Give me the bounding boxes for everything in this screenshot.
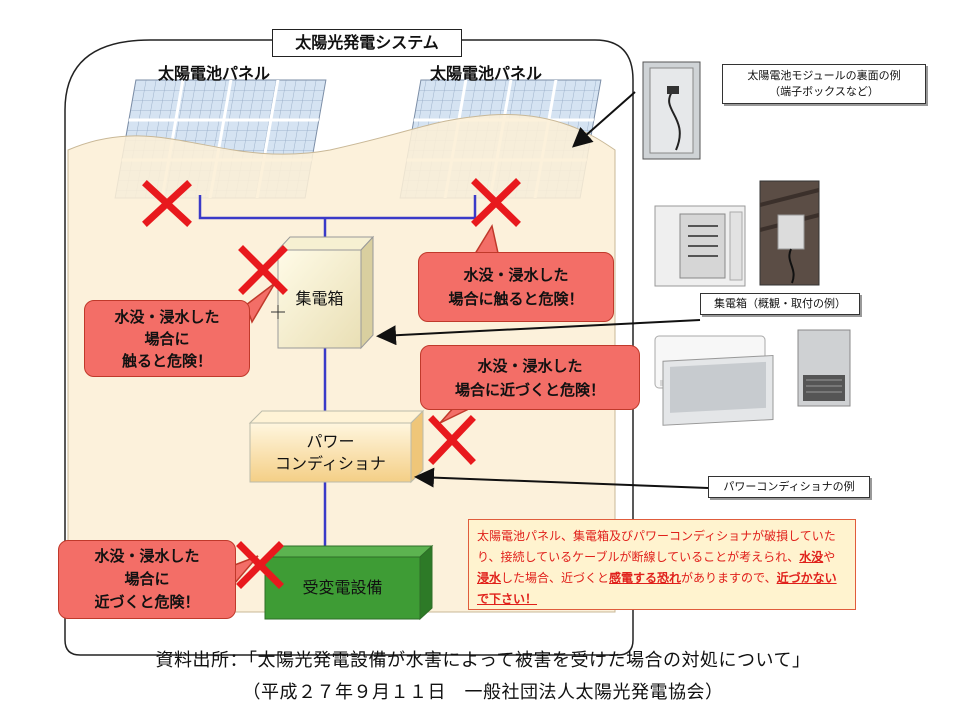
caption-line: （端子ボックスなど） (769, 85, 879, 98)
danger-x-icon (471, 178, 521, 227)
junction-box (276, 235, 375, 350)
substation-label: 受変電設備 (302, 578, 383, 597)
callout-junction-box: 水没・浸水した 場合に 触ると危険！ (84, 300, 250, 377)
source-line-2: （平成２７年９月１１日 一般社団法人太陽光発電協会） (242, 682, 724, 703)
callout-line: 水没・浸水した (94, 547, 200, 565)
junction-box-label: 集電箱 (295, 289, 344, 308)
panel-label-right: 太陽電池パネル (430, 64, 543, 83)
source-line-1: 資料出所：「太陽光発電設備が水害によって被害を受けた場合の対処について」 (155, 650, 811, 671)
callout-line: 場合に (124, 570, 170, 588)
callout-line: 触ると危険！ (121, 351, 212, 370)
cursor-crosshair-icon (271, 305, 285, 319)
callout-line: 近づくと危険！ (94, 593, 200, 611)
note-emphasis: 近づかないで下さい！ (477, 571, 837, 606)
system-title: 太陽光発電システム (272, 29, 462, 57)
power-conditioner (248, 409, 425, 484)
caption-line: 太陽電池モジュールの裏面の例 (747, 69, 901, 82)
junction-box-mounted-photo (759, 180, 820, 286)
callout-substation: 水没・浸水した 場合に 近づくと危険！ (58, 540, 236, 619)
substation (263, 544, 434, 621)
callout-line: 場合に (144, 329, 190, 348)
power-conditioner-label-line1: パワー (306, 431, 355, 451)
note-text: や (823, 550, 836, 564)
note-emphasis: 水没 (799, 550, 824, 564)
note-text: がありますので、 (681, 571, 777, 585)
caption-power-conditioner: パワーコンディショナの例 (708, 476, 870, 498)
danger-x-icon (238, 245, 288, 295)
caption-junction-box: 集電箱（概観・取付の例） (700, 293, 860, 315)
callout-line: 水没・浸水した (463, 266, 569, 284)
note-text: 太陽電池パネル、集電箱及びパワーコンディショナが破損していたり、接続しているケー… (477, 529, 836, 564)
danger-x-icon (236, 541, 284, 589)
power-conditioner-label: パワー コンディショナ (250, 423, 411, 482)
power-conditioner-photo (654, 329, 851, 426)
callout-line: 場合に近づくと危険！ (454, 380, 605, 399)
system-boundary (64, 39, 634, 656)
panel-label-left: 太陽電池パネル (158, 64, 271, 83)
callout-power-conditioner: 水没・浸水した 場合に近づくと危険！ (420, 345, 640, 410)
danger-x-icon (142, 180, 192, 227)
caption-module-back: 太陽電池モジュールの裏面の例 （端子ボックスなど） (722, 64, 926, 104)
power-conditioner-label-line2: コンディショナ (275, 453, 386, 473)
callout-line: 水没・浸水した (114, 307, 220, 326)
module-back-photo (642, 61, 701, 160)
note-emphasis: 感電する恐れ (609, 571, 682, 585)
arrow-icon (376, 91, 709, 489)
note-emphasis: 浸水 (477, 571, 502, 585)
callout-right-panel: 水没・浸水した 場合に触ると危険！ (418, 252, 614, 322)
junction-box-photo (654, 205, 746, 287)
danger-x-icon (428, 415, 476, 465)
callout-line: 場合に触ると危険！ (448, 290, 584, 308)
warning-note: 太陽電池パネル、集電箱及びパワーコンディショナが破損していたり、接続しているケー… (468, 519, 856, 610)
note-text: した場合、近づくと (501, 571, 610, 585)
callout-line: 水没・浸水した (477, 356, 583, 375)
